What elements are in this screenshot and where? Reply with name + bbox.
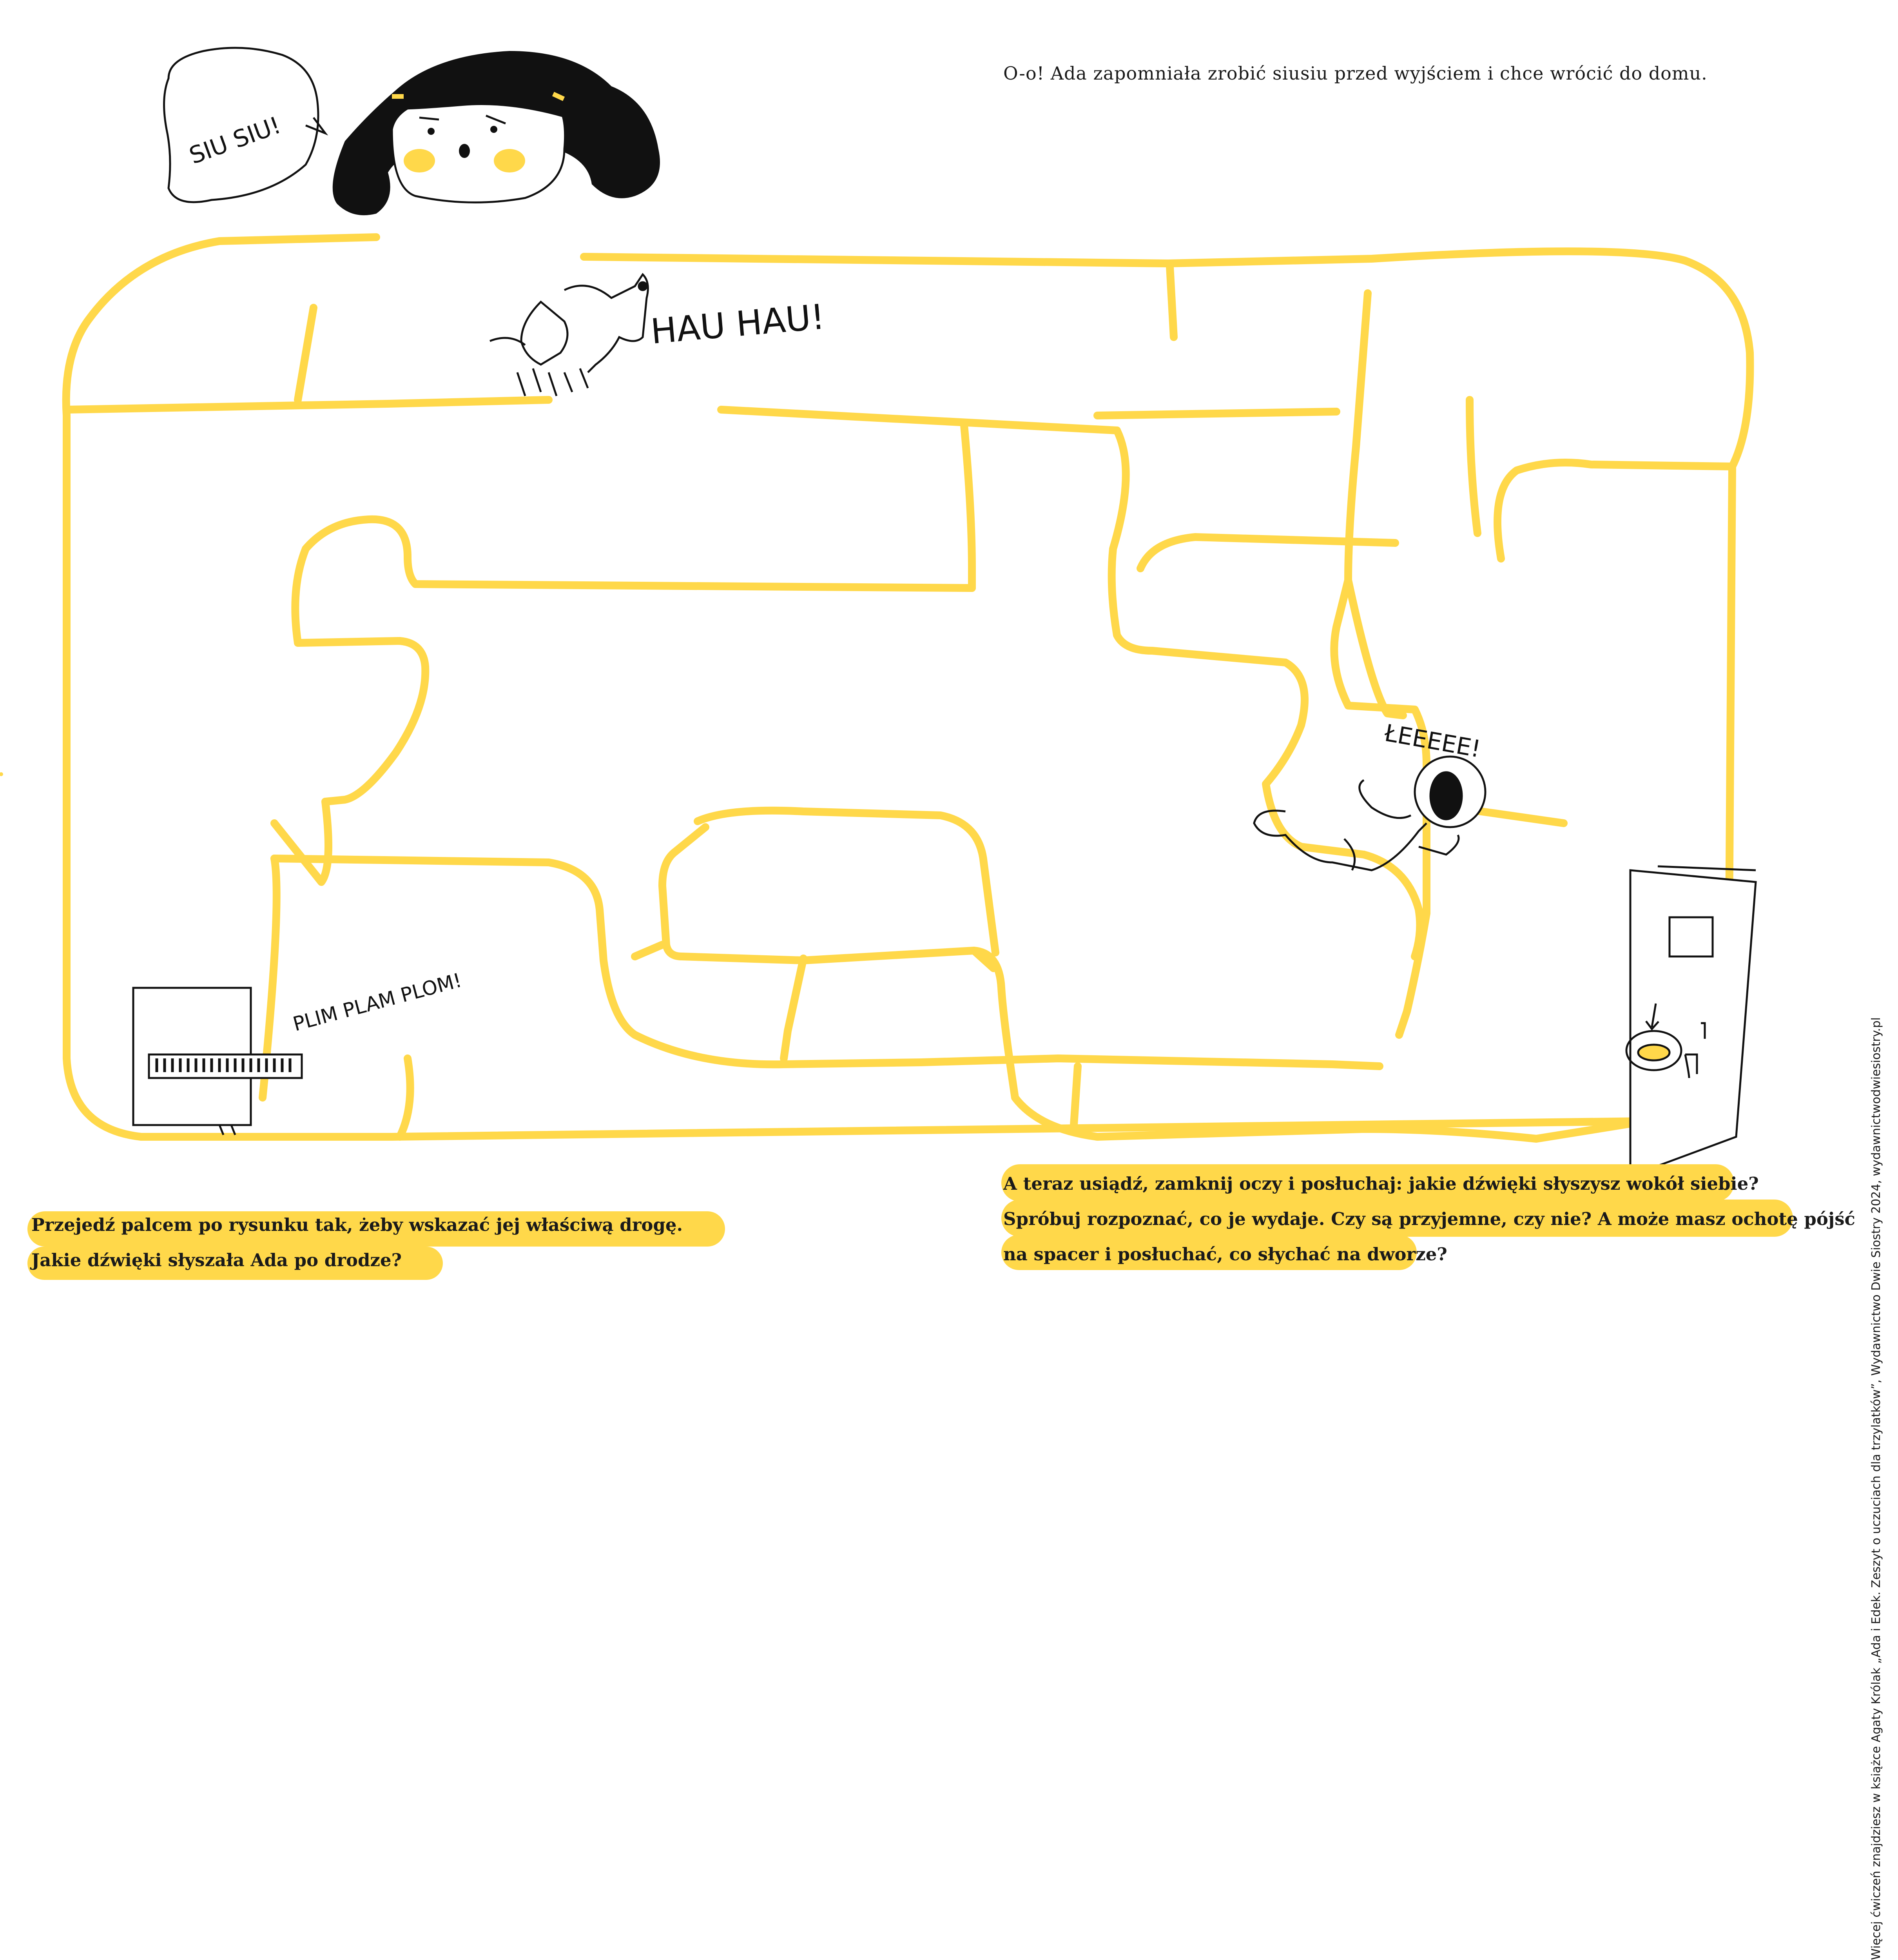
girl-ada-icon — [332, 51, 660, 216]
instruction-right-line: A teraz usiądź, zamknij oczy i posłuchaj… — [1003, 1173, 1759, 1194]
baby-sound-text: ŁEEEEE! — [1382, 719, 1483, 763]
door-icon — [1629, 865, 1757, 1178]
instruction-right-highlight — [1001, 1164, 1734, 1201]
side-credit-text: Więcej ćwiczeń znajdziesz w książce Agat… — [1869, 1017, 1883, 1960]
instruction-right-highlight — [1001, 1235, 1417, 1270]
piano-icon: PLIM PLAM PLOM! — [132, 969, 464, 1135]
instruction-right-highlight — [1001, 1200, 1793, 1237]
speech-bubble-text: SIU SIU! — [186, 111, 285, 170]
instruction-left-line: Przejedź palcem po rysunku tak, żeby wsk… — [31, 1214, 683, 1235]
dog-icon: HAU HAU! — [489, 273, 826, 396]
piano-sound-text: PLIM PLAM PLOM! — [290, 969, 464, 1036]
worksheet-page: O-o! Ada zapomniała zrobić siusiu przed … — [0, 47, 1883, 1960]
baby-icon: ŁEEEEE! — [1253, 719, 1486, 871]
maze-drawing: SIU SIU! HAU HAU! ŁEEEEE! PLI — [0, 47, 1757, 1178]
maze-walls — [62, 233, 1754, 1143]
speech-bubble-icon: SIU SIU! — [163, 47, 328, 203]
intro-text: O-o! Ada zapomniała zrobić siusiu przed … — [1003, 63, 1708, 84]
instruction-right-line: Spróbuj rozpoznać, co je wydaje. Czy są … — [1003, 1209, 1855, 1229]
instruction-left-highlight — [27, 1211, 725, 1247]
dog-sound-text: HAU HAU! — [649, 296, 826, 352]
instruction-left-highlight — [27, 1247, 443, 1280]
toilet-icon — [1625, 1003, 1698, 1078]
instruction-right-line: na spacer i posłuchać, co słychać na dwo… — [1003, 1244, 1447, 1265]
instruction-left-line: Jakie dźwięki słyszała Ada po drodze? — [31, 1250, 402, 1270]
stray-dot — [0, 772, 3, 776]
instruction-right: A teraz usiądź, zamknij oczy i posłuchaj… — [1003, 1166, 1855, 1272]
instruction-left: Przejedź palcem po rysunku tak, żeby wsk… — [31, 1207, 683, 1278]
